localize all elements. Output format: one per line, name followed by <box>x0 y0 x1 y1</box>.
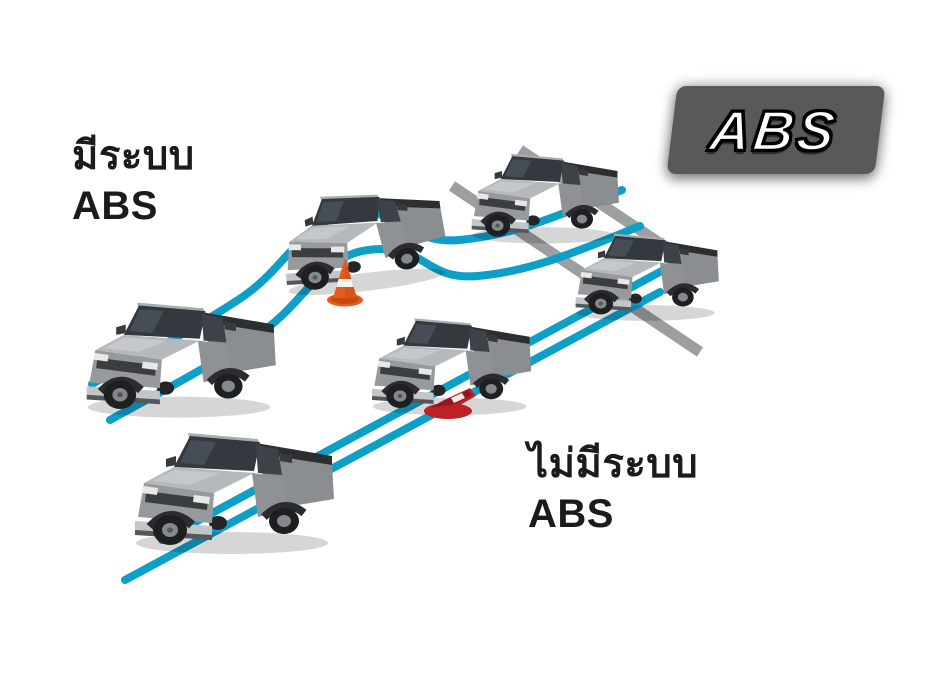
without-abs-label: ไม่มีระบบ ABS <box>528 440 698 539</box>
truck-with-abs-near <box>87 303 276 418</box>
with-abs-label: มีระบบ ABS <box>72 132 195 231</box>
truck-with-abs-swerving <box>277 182 451 300</box>
traffic-cone-icon <box>327 258 363 307</box>
crushed-cone-icon <box>424 388 476 419</box>
without-abs-label-line2: ABS <box>528 491 614 536</box>
truck-without-abs-near <box>135 433 334 554</box>
with-abs-label-line2: ABS <box>72 183 158 228</box>
abs-badge-text: ABS <box>705 97 842 163</box>
without-abs-label-line1: ไม่มีระบบ <box>528 442 699 486</box>
truck-with-abs-far <box>472 154 619 244</box>
no-abs-track-line-2 <box>121 288 664 584</box>
with-abs-label-line1: มีระบบ <box>72 134 195 178</box>
abs-badge: ABS <box>666 86 886 174</box>
